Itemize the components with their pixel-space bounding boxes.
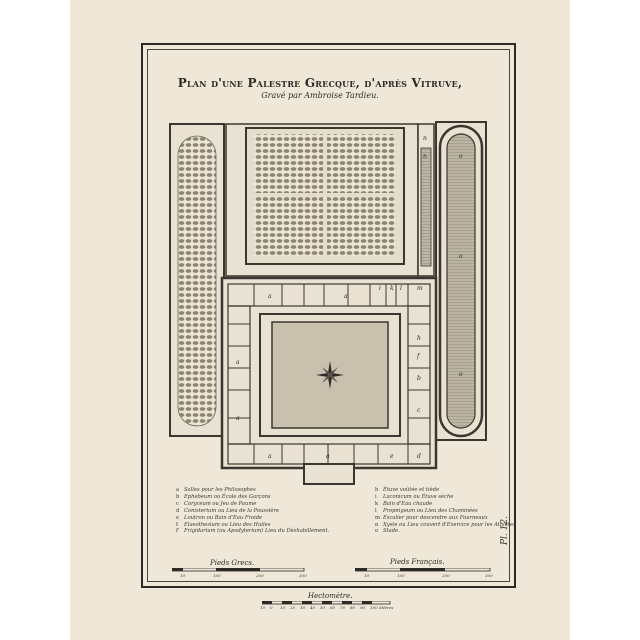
plate-border	[141, 43, 516, 588]
label-l: l	[400, 285, 402, 292]
legend-text: Laconicum ou Étuve sèche	[383, 493, 454, 500]
xyste-corridor	[417, 123, 435, 277]
upper-garden	[225, 123, 419, 277]
legend-key: m	[375, 514, 380, 521]
plate-inner-border	[147, 49, 510, 582]
label-i: i	[379, 285, 381, 292]
label-d: d	[417, 453, 421, 460]
plate-subtitle: Gravé par Ambroise Tardieu.	[261, 91, 379, 100]
compass-rose-icon	[316, 361, 344, 389]
legend-key: n	[375, 521, 379, 528]
legend-key: o	[375, 528, 379, 535]
scale-bar-greek	[172, 568, 305, 572]
legend-entry: a Salles pour les Philosophes	[176, 487, 329, 494]
legend-entry: h Étuve voûtée et tiède	[375, 487, 516, 494]
palestra-floor-plan: n n i k l m a a a a h f b c a a e d o o …	[169, 121, 487, 485]
legend-entry: o Stade.	[375, 528, 516, 535]
legend-key: k	[375, 500, 379, 507]
label-o: o	[459, 253, 463, 260]
legend-key: l	[375, 507, 377, 514]
scale-tick: 50	[320, 605, 326, 610]
legend-text: Salles pour les Philosophes	[184, 487, 256, 493]
label-a: a	[236, 415, 240, 422]
scale-tick: 100 Mètres	[370, 605, 394, 610]
stadium	[435, 121, 487, 441]
scale-tick: 70	[340, 605, 346, 610]
legend-entry: c Coryceum ou Jeu de Paume	[176, 501, 329, 508]
legend-text: Frigidarium (ou Apodyterium) Lieu du Dés…	[184, 528, 330, 535]
legend-key: e	[176, 514, 180, 521]
legend-text: Ephebeum ou École des Garçons	[184, 493, 271, 500]
label-a: a	[326, 453, 330, 460]
label-a: a	[344, 293, 348, 300]
legend-right: h Étuve voûtée et tiède i Laconicum ou Étuv…	[375, 487, 516, 535]
legend-entry: e Loutron ou Bain d'Eau Froide	[176, 515, 329, 522]
label-c: c	[417, 407, 421, 414]
label-a: a	[268, 453, 272, 460]
legend-key: b	[176, 493, 180, 500]
legend-entry: b Ephebeum ou École des Garçons	[176, 494, 329, 501]
scale-tick: 10	[260, 605, 266, 610]
scale-tick: 0	[270, 605, 273, 610]
legend-text: Bain d'Eau chaude	[383, 500, 433, 507]
scale-tick: 90	[360, 605, 366, 610]
scale-label-french: Pieds Français.	[390, 558, 445, 566]
legend-text: Étuve voûtée et tiède	[383, 487, 440, 493]
legend-entry: i Laconicum ou Étuve sèche	[375, 494, 516, 501]
label-h: h	[417, 335, 421, 342]
plate-title: Plan d'une Palestre Grecque, d'après Vit…	[177, 76, 463, 90]
label-o: o	[459, 153, 463, 160]
scale-tick: 60	[330, 605, 336, 610]
scale-label-metric: Hectomètre.	[308, 592, 353, 600]
legend-entry: f' Frigidarium (ou Apodyterium) Lieu du D…	[176, 528, 329, 535]
scale-bar-french	[355, 568, 491, 572]
scale-bar-metric	[262, 601, 391, 605]
scale-ticks-greek: 10 100 200 300	[180, 573, 307, 578]
legend-key: h	[375, 487, 379, 493]
legend-entry: n Xyste ou Lieu couvert d'Exercice pour l…	[375, 522, 516, 529]
left-grove	[169, 123, 225, 437]
legend-left: a Salles pour les Philosophes b Ephebeum ou…	[176, 487, 329, 535]
label-o: o	[459, 371, 463, 378]
legend-key: i	[375, 493, 377, 500]
legend-key: f	[176, 521, 178, 528]
legend-entry: k Bain d'Eau chaude	[375, 501, 516, 508]
legend-key: a	[176, 487, 180, 493]
label-n: n	[423, 153, 427, 160]
label-a: a	[236, 359, 240, 366]
legend-entry: d Conisterium ou Lieu de la Poussière	[176, 508, 329, 515]
plate-number: Pl. 12.	[500, 516, 510, 545]
label-e: e	[390, 453, 394, 460]
legend-text: Conisterium ou Lieu de la Poussière	[184, 507, 280, 514]
scale-tick: 40	[310, 605, 316, 610]
legend-key: f'	[176, 528, 180, 535]
scale-ticks-metric: 10 0 10 20 30 40 50 60 70 80 90 100 Mètres	[260, 605, 432, 611]
legend-text: Xyste ou Lieu couvert d'Exercice pour le…	[383, 521, 516, 528]
legend-text: Loutron ou Bain d'Eau Froide	[184, 514, 263, 521]
label-b: b	[417, 375, 421, 382]
legend-text: Elaeothesium ou Lieu des Huiles	[184, 521, 271, 528]
legend-text: Stade.	[383, 528, 400, 535]
label-n: n	[423, 135, 427, 142]
legend-text: Propnigeum ou Lieu des Chaminées	[383, 507, 478, 514]
legend-text: Escalier pour descendre aux Fourneaux	[383, 514, 488, 521]
label-g: f	[416, 353, 421, 360]
scale-label-greek: Pieds Grecs.	[210, 559, 255, 567]
scale-ticks-french: 10 100 200 300	[364, 573, 493, 578]
label-k: k	[390, 285, 394, 292]
legend-entry: l Propnigeum ou Lieu des Chaminées	[375, 508, 516, 515]
label-a: a	[268, 293, 272, 300]
legend-key: c	[176, 500, 179, 507]
scale-tick: 10	[280, 605, 286, 610]
scale-tick: 80	[350, 605, 356, 610]
legend-entry: f Elaeothesium ou Lieu des Huiles	[176, 522, 329, 529]
scale-tick: 30	[300, 605, 306, 610]
legend-key: d	[176, 507, 180, 514]
scale-tick: 20	[290, 605, 296, 610]
label-m: m	[417, 285, 423, 292]
legend-text: Coryceum ou Jeu de Paume	[184, 500, 257, 507]
